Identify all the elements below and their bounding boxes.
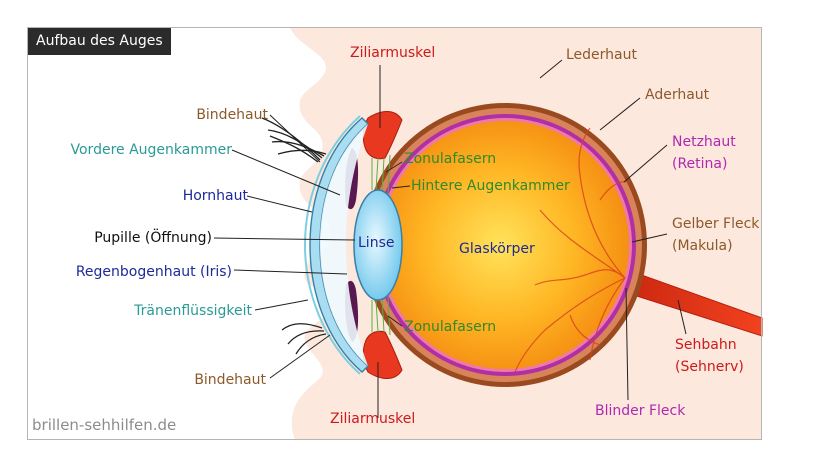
- label-hornhaut: Hornhaut: [182, 188, 248, 204]
- label-lederhaut: Lederhaut: [566, 47, 637, 63]
- anterior-chamber: [320, 124, 368, 366]
- label-gelber-fleck-makula: (Makula): [672, 238, 733, 254]
- label-sehbahn: Sehbahn: [675, 337, 737, 353]
- lens: [353, 189, 403, 301]
- zonular-fibers: [371, 154, 391, 336]
- label-vordere-augenkammer: Vordere Augenkammer: [70, 142, 233, 158]
- label-pupille: Pupille (Öffnung): [94, 230, 212, 246]
- label-netzhaut: Netzhaut: [672, 134, 736, 150]
- diagram-frame: [27, 27, 762, 440]
- label-bindehaut-bottom: Bindehaut: [194, 372, 266, 388]
- label-linse: Linse: [358, 235, 395, 251]
- label-aderhaut: Aderhaut: [645, 87, 710, 103]
- retinal-vessels: [514, 127, 631, 373]
- label-ziliarmuskel-bottom: Ziliarmuskel: [330, 411, 416, 427]
- label-blinder-fleck: Blinder Fleck: [595, 403, 686, 419]
- label-regenbogenhaut: Regenbogenhaut (Iris): [75, 264, 232, 280]
- label-traenenfluessigkeit: Tränenflüssigkeit: [134, 303, 252, 319]
- label-ziliarmuskel-top: Ziliarmuskel: [350, 45, 436, 61]
- label-hintere-augenkammer: Hintere Augenkammer: [411, 178, 570, 194]
- label-glaskoerper: Glaskörper: [459, 241, 535, 257]
- label-bindehaut-top: Bindehaut: [196, 107, 268, 123]
- tear-film: [303, 115, 361, 375]
- eyelashes-bottom: [281, 323, 327, 355]
- ciliary-muscle-bottom: [362, 330, 403, 379]
- vitreous-body: [381, 121, 629, 369]
- leader-lines: [213, 59, 687, 418]
- label-netzhaut-retina: (Retina): [672, 156, 728, 172]
- label-zonulafasern-top: Zonulafasern: [404, 151, 497, 167]
- label-zonulafasern-bottom: Zonulafasern: [404, 319, 497, 335]
- source-footer: brillen-sehhilfen.de: [32, 416, 177, 434]
- label-sehbahn-sehnerv: (Sehnerv): [675, 359, 744, 375]
- diagram-title: Aufbau des Auges: [28, 28, 171, 55]
- ciliary-muscle-top: [362, 111, 403, 160]
- label-gelber-fleck: Gelber Fleck: [672, 216, 760, 232]
